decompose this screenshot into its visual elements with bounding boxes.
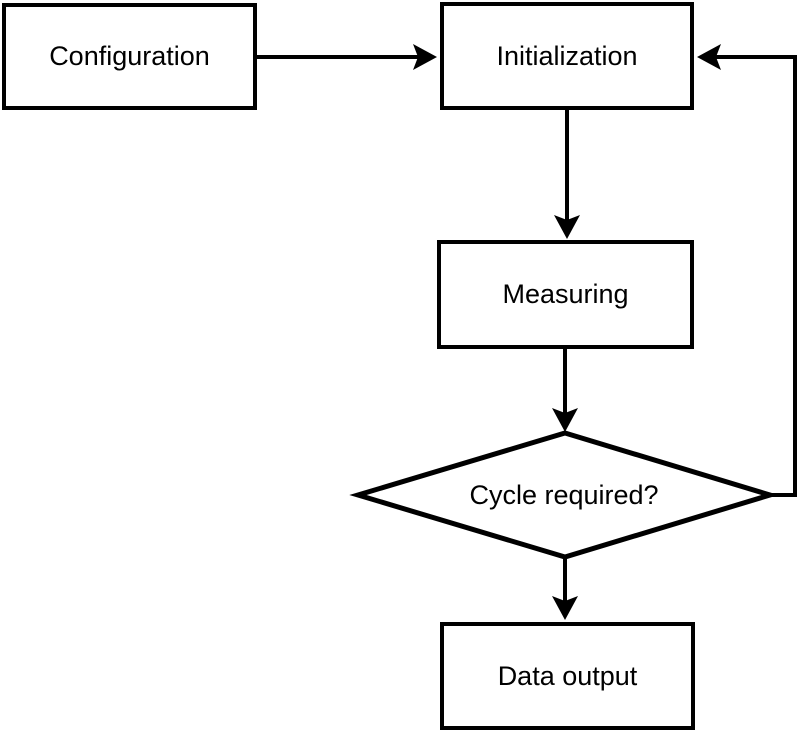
- edge-measuring-to-cycle-required: [552, 349, 578, 432]
- edge-initialization-to-measuring: [554, 110, 580, 239]
- data-output-box: [440, 622, 695, 730]
- arrowhead-right-icon: [413, 44, 437, 70]
- edge-configuration-to-initialization: [257, 44, 437, 70]
- arrowhead-down-icon: [554, 215, 580, 239]
- arrowhead-left-icon: [697, 44, 721, 70]
- edge-line: [716, 55, 797, 497]
- edge-cycle-required-to-data-output: [552, 557, 578, 620]
- cycle-required-diamond: [349, 430, 779, 560]
- arrowhead-down-icon: [552, 596, 578, 620]
- initialization-box: [440, 2, 694, 110]
- measuring-box: [437, 240, 694, 349]
- configuration-box: [2, 3, 257, 110]
- arrowhead-down-icon: [552, 408, 578, 432]
- edge-cycle-required-to-initialization: [697, 44, 797, 497]
